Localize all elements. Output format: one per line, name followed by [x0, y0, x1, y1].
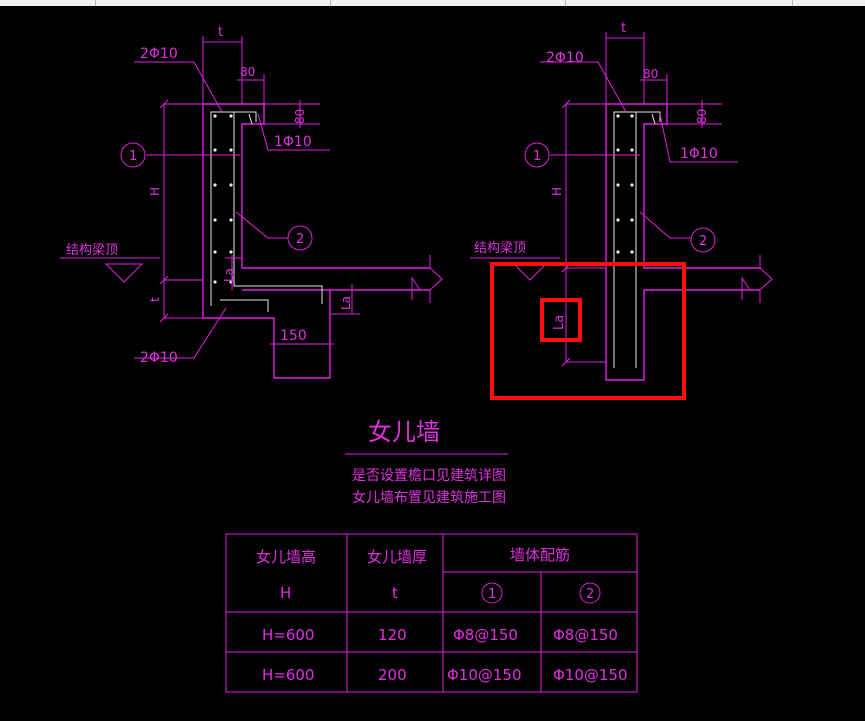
left-beam-top-marker [60, 257, 160, 283]
left-dim-150 [270, 322, 334, 352]
right-beam-top-label: 结构梁顶 [474, 241, 526, 256]
highlight-box-small [540, 298, 582, 342]
left-dim-La-2 [330, 284, 360, 315]
left-bottom-rebar-label: 2Φ10 [140, 350, 178, 366]
note-line-1: 是否设置檐口见建筑详图 [352, 468, 506, 484]
left-80-side-label: 80 [293, 109, 307, 124]
note-line-2: 女儿墙布置见建筑施工图 [352, 489, 506, 506]
left-rebar-dots [213, 114, 233, 284]
right-La-label: La [552, 315, 567, 330]
left-break-line [429, 255, 443, 303]
left-parapet-detail: 2Φ10 t 80 80 1Φ10 1 2 H t 结构梁顶 La La 150… [60, 25, 443, 379]
left-dim-80-side [264, 100, 320, 128]
right-dim-80-side [667, 100, 722, 128]
table-row-2-H: H=600 [262, 666, 314, 684]
right-circle-2-icon [690, 227, 716, 253]
table-header-rebar: 墙体配筋 [510, 546, 570, 564]
right-rebar-outer [613, 111, 661, 368]
rebar-table: 女儿墙高 H 女儿墙厚 t 墙体配筋 1 2 H=600 120 Φ8@150 … [225, 533, 638, 693]
right-top-rebar-label: 2Φ10 [546, 50, 584, 66]
left-dim-ticks [159, 99, 169, 323]
left-150-label: 150 [280, 328, 307, 344]
table-header-height: 女儿墙高 [256, 548, 316, 566]
right-dim-t-top [605, 32, 645, 104]
table-border [225, 533, 638, 693]
top-toolbar-strip [0, 0, 865, 6]
table-row-1-H: H=600 [262, 626, 314, 644]
right-80-top-label: 80 [643, 67, 658, 81]
left-dim-t-top [202, 36, 243, 104]
left-circle-2-icon [287, 225, 313, 251]
right-circle-2-label: 2 [699, 234, 707, 249]
highlight-box-large [490, 262, 686, 400]
left-circle-2-label: 2 [296, 232, 304, 247]
left-circle-1-icon [120, 142, 146, 168]
right-1phi10-label: 1Φ10 [680, 146, 718, 162]
table-circle-1-icon [481, 582, 503, 604]
right-H-label: H [550, 187, 564, 196]
right-wall-outline-upper [606, 103, 760, 269]
table-header-rebar-1: 1 [488, 587, 496, 602]
left-slab-bottom-beam [212, 289, 331, 379]
table-row-2-r1: Φ10@150 [447, 666, 522, 684]
left-La-2-label: La [339, 296, 353, 310]
left-dim-La-1 [225, 255, 242, 290]
left-La-1-label: La [222, 268, 236, 282]
left-leader-1phi10 [257, 113, 330, 151]
left-rebar-hook [248, 113, 253, 125]
left-top-rebar-label: 2Φ10 [140, 46, 178, 62]
table-grid [226, 534, 637, 692]
left-H-label: H [148, 187, 162, 196]
left-1phi10-label: 1Φ10 [274, 134, 312, 150]
table-header-thickness: 女儿墙厚 [367, 548, 427, 566]
right-beam-top-marker [470, 257, 560, 281]
left-beam-top-label: 结构梁顶 [66, 243, 118, 258]
left-thickness-label: t [218, 25, 223, 40]
table-row-2-t: 200 [378, 666, 407, 684]
table-row-1-r1: Φ8@150 [453, 626, 518, 644]
left-dim-80-top [237, 74, 265, 104]
left-break-mark [411, 276, 421, 300]
right-circle-1-icon [524, 142, 550, 168]
toolbar-separator [95, 0, 96, 6]
toolbar-separator [565, 0, 566, 6]
table-row-1-t: 120 [378, 626, 407, 644]
right-rebar-dots [616, 114, 634, 254]
table-header-thickness-sym: t [392, 584, 398, 602]
left-rebar-inner [233, 112, 323, 304]
right-break-line [759, 255, 773, 303]
left-80-top-label: 80 [240, 65, 255, 79]
right-circle-1-label: 1 [533, 149, 541, 164]
right-thickness-label: t [621, 21, 626, 36]
right-dim-H [565, 103, 606, 363]
left-circle-1-label: 1 [129, 149, 137, 164]
table-circle-2-icon [579, 582, 601, 604]
right-leader-circle-2 [639, 211, 690, 239]
table-row-2-r2: Φ10@150 [553, 666, 628, 684]
left-leader-bottom-rebar [134, 307, 227, 359]
right-leader-top-rebar [540, 61, 627, 113]
toolbar-separator [792, 0, 793, 6]
left-leader-circle-2 [235, 211, 288, 239]
right-leader-1phi10 [659, 113, 738, 163]
right-break-mark [741, 276, 751, 300]
left-leader-top-rebar [134, 61, 223, 113]
left-dim-H-t [163, 103, 203, 319]
table-row-1-r2: Φ8@150 [553, 626, 618, 644]
drawing-title: 女儿墙 [368, 418, 440, 446]
toolbar-separator [330, 0, 331, 6]
table-header-height-sym: H [280, 584, 291, 602]
right-dim-80-top [640, 74, 668, 104]
right-parapet-detail: 2Φ10 t 80 80 1Φ10 1 2 H 结构梁顶 La [470, 21, 773, 381]
right-rebar-hook [651, 113, 656, 125]
left-rebar-bottom [220, 299, 269, 312]
left-t-label: t [148, 297, 162, 302]
table-header-rebar-2: 2 [586, 587, 594, 602]
right-80-side-label: 80 [695, 109, 709, 124]
